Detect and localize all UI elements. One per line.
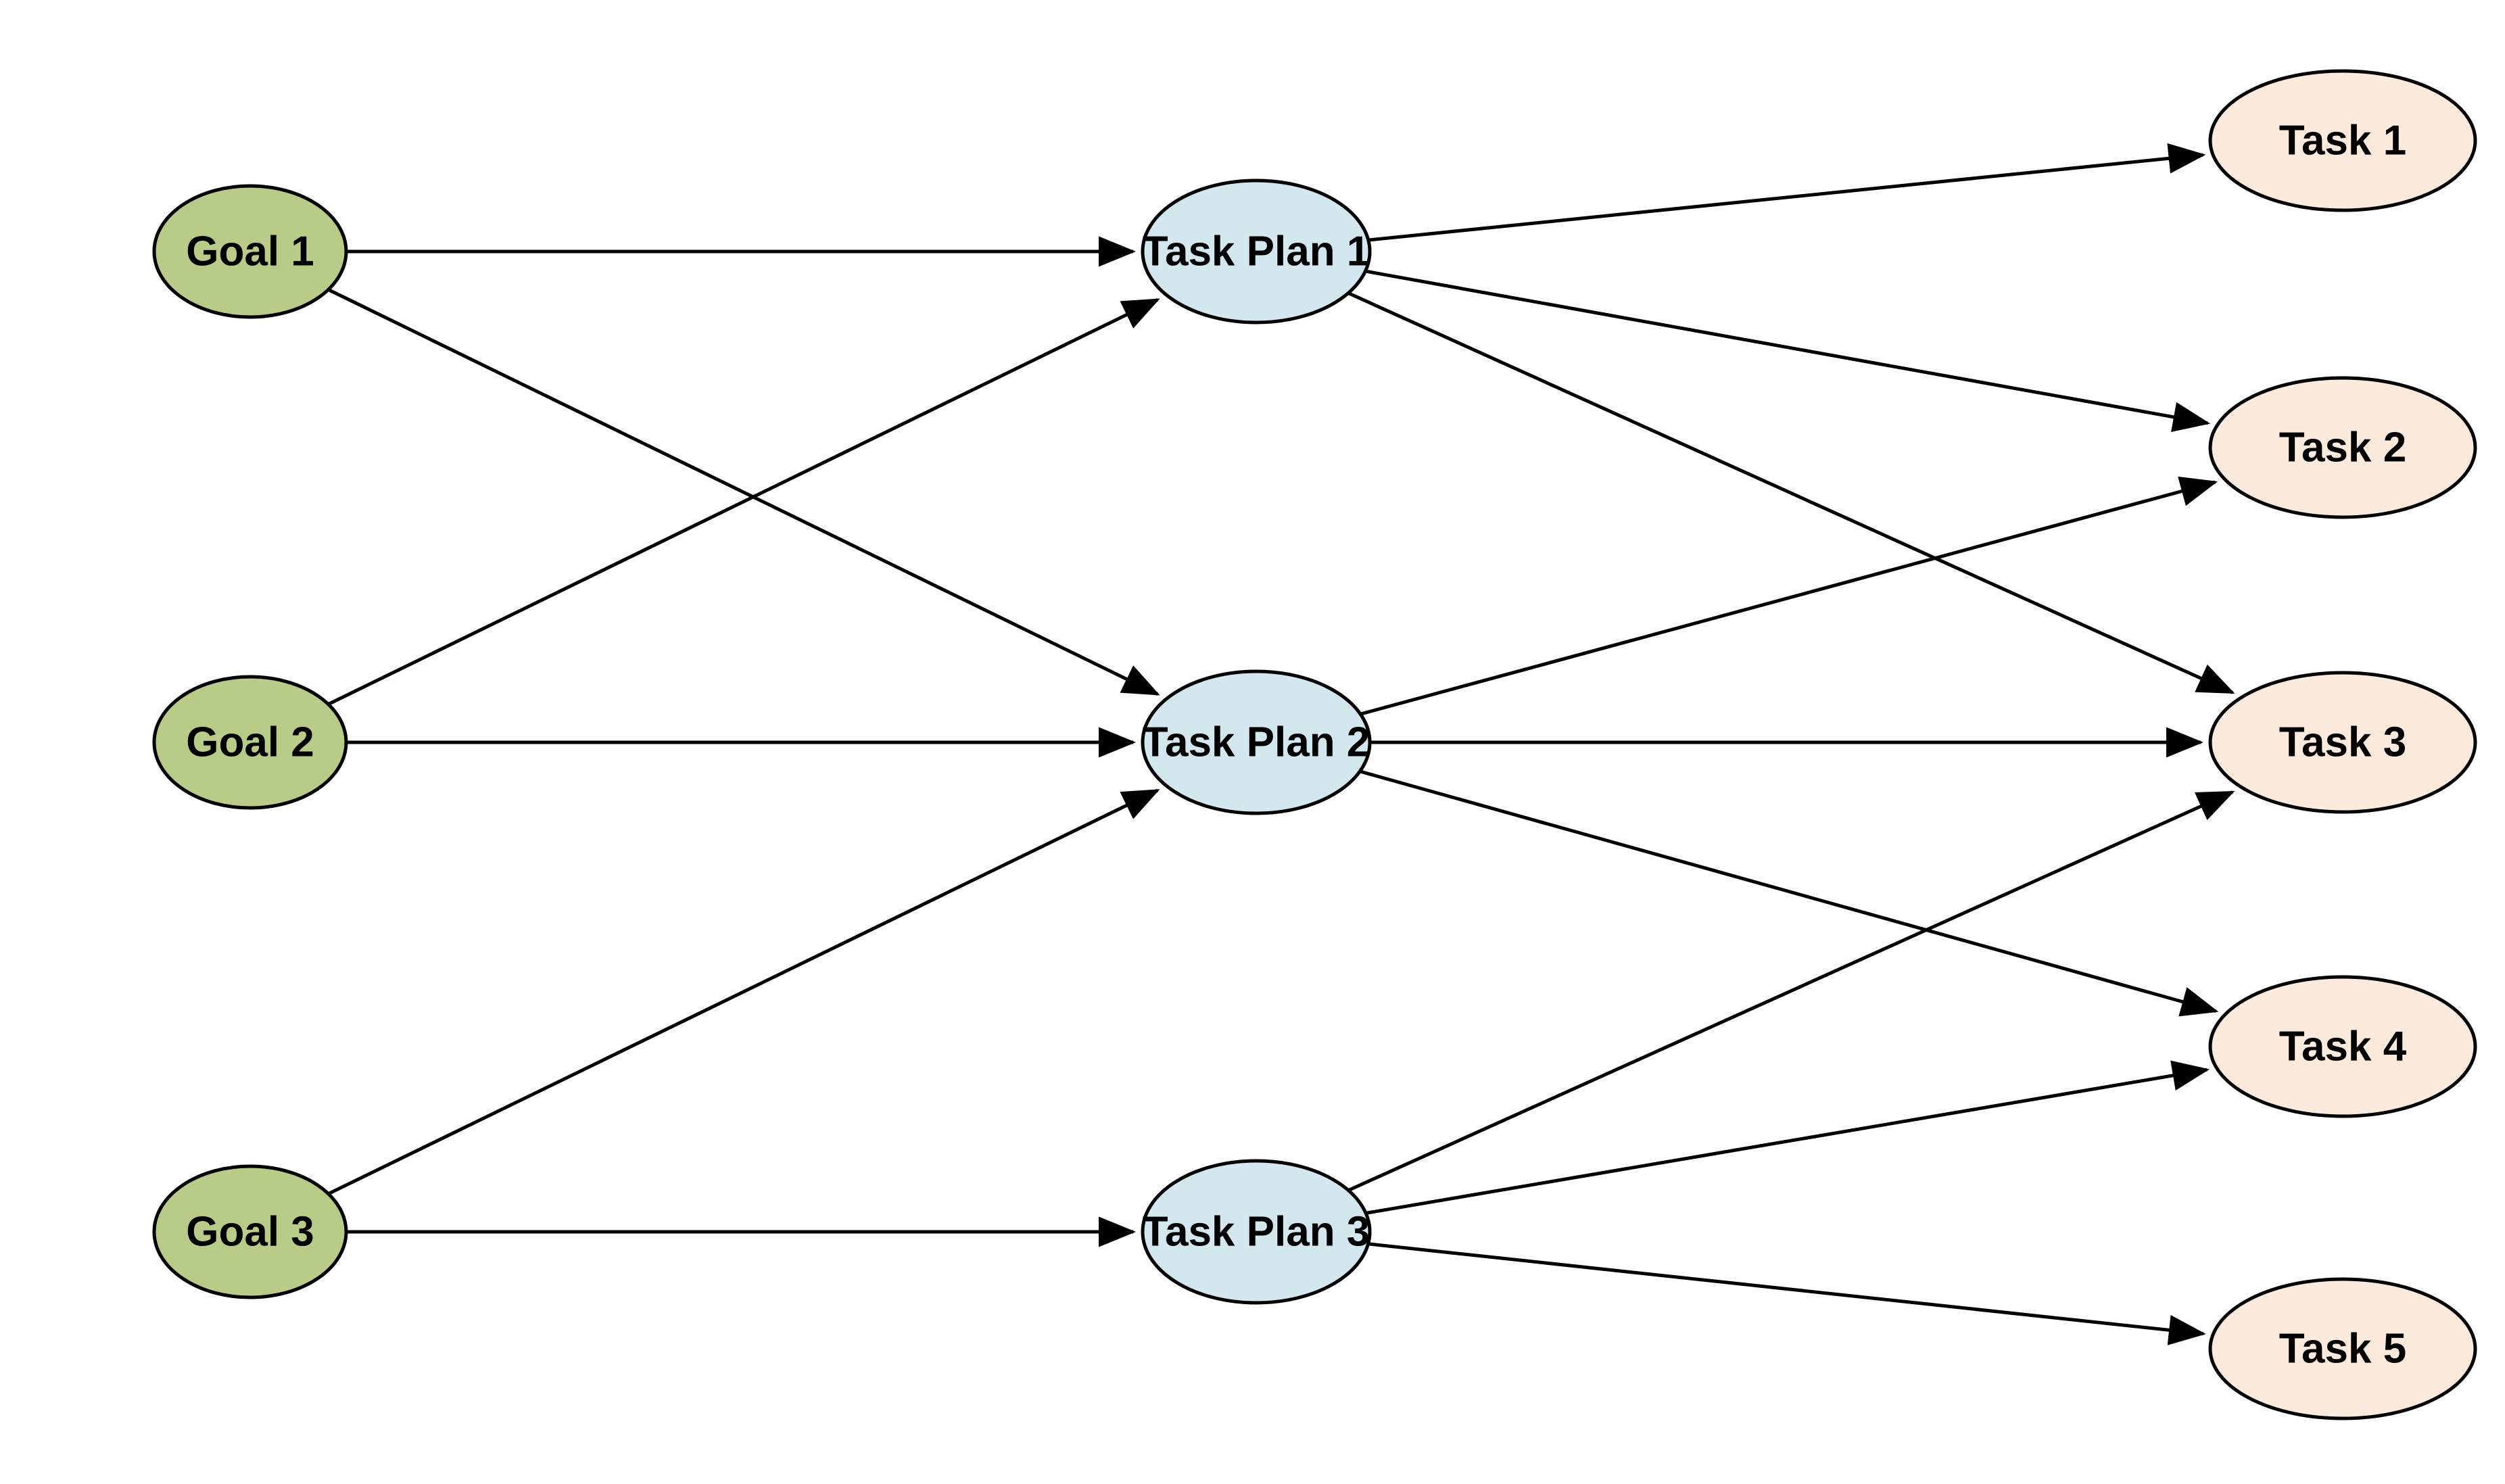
edge-tp3-to-task5	[1368, 1242, 2206, 1345]
node-tp1[interactable]: Task Plan 1	[1141, 178, 1372, 325]
edge-tp1-to-task2	[1364, 269, 2211, 432]
node-shape-tp1[interactable]	[1141, 178, 1372, 325]
edges-layer	[327, 143, 2235, 1345]
edge-tp2-to-task2	[1360, 476, 2218, 716]
node-task4[interactable]: Task 4	[2208, 975, 2477, 1118]
node-shape-task5[interactable]	[2208, 1277, 2477, 1420]
node-tp2[interactable]: Task Plan 2	[1141, 669, 1372, 815]
node-goal2[interactable]: Goal 2	[152, 675, 348, 810]
node-label-tp3: Task Plan 3	[1143, 1209, 1370, 1255]
node-shape-tp3[interactable]	[1141, 1159, 1372, 1305]
node-task1[interactable]: Task 1	[2208, 69, 2477, 212]
node-shape-goal2[interactable]	[152, 675, 348, 810]
node-label-tp1: Task Plan 1	[1143, 229, 1370, 275]
edge-tp1-to-task3	[1347, 291, 2235, 694]
node-shape-tp2[interactable]	[1141, 669, 1372, 815]
node-goal1[interactable]: Goal 1	[152, 184, 348, 319]
edge-tp1-to-task1	[1368, 143, 2206, 242]
node-label-goal2: Goal 2	[186, 719, 314, 766]
node-label-goal3: Goal 3	[186, 1209, 314, 1255]
node-label-task2: Task 2	[2279, 425, 2406, 471]
node-goal3[interactable]: Goal 3	[152, 1164, 348, 1299]
node-shape-task4[interactable]	[2208, 975, 2477, 1118]
edge-tp3-to-task3	[1347, 790, 2235, 1192]
node-tp3[interactable]: Task Plan 3	[1141, 1159, 1372, 1305]
edge-goal3-to-tp2	[327, 788, 1160, 1195]
node-label-tp2: Task Plan 2	[1143, 719, 1370, 766]
edge-tp3-to-task4	[1365, 1060, 2210, 1215]
node-label-task1: Task 1	[2279, 118, 2406, 164]
node-shape-task2[interactable]	[2208, 376, 2477, 519]
node-shape-task1[interactable]	[2208, 69, 2477, 212]
edge-tp2-to-task4	[1359, 769, 2219, 1017]
node-shape-goal1[interactable]	[152, 184, 348, 319]
node-label-task3: Task 3	[2279, 719, 2406, 766]
node-label-goal1: Goal 1	[186, 229, 314, 275]
node-task5[interactable]: Task 5	[2208, 1277, 2477, 1420]
edge-goal2-to-tp1	[327, 297, 1160, 706]
node-shape-task3[interactable]	[2208, 671, 2477, 814]
node-shape-goal3[interactable]	[152, 1164, 348, 1299]
node-label-task4: Task 4	[2279, 1024, 2407, 1070]
nodes-layer: Goal 1 Goal 2 Goal 3 Task Plan 1 Task Plan 2…	[152, 69, 2477, 1420]
node-label-task5: Task 5	[2279, 1326, 2406, 1372]
node-task2[interactable]: Task 2	[2208, 376, 2477, 519]
node-task3[interactable]: Task 3	[2208, 671, 2477, 814]
edge-goal1-to-tp2	[327, 288, 1160, 696]
